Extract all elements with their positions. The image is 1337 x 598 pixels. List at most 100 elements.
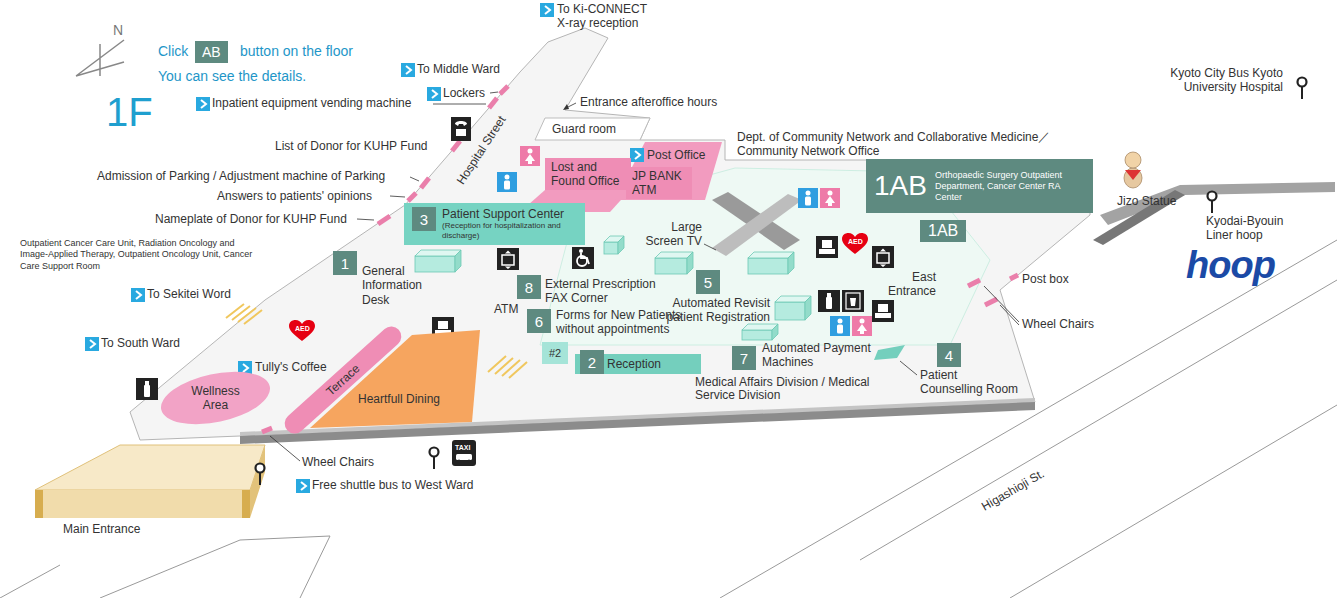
facility-icon <box>872 300 894 322</box>
bus-stop-icon <box>256 464 265 486</box>
logo-text: hoop <box>1186 246 1275 284</box>
kiosk <box>687 252 693 274</box>
leader-line <box>270 436 300 461</box>
compass-arrow <box>76 40 124 76</box>
map-label-box: To Sekitei Word <box>147 287 231 301</box>
map-label: Medical Affairs Division / Medical Servi… <box>695 376 870 402</box>
map-label: Main Entrance <box>63 522 140 536</box>
map-label: You can see the details. <box>158 68 306 85</box>
map-label: To Middle Ward <box>417 62 500 76</box>
kiosk <box>772 324 778 340</box>
kiosk <box>618 236 624 254</box>
map-label-box: ATM <box>494 302 518 316</box>
facility-icon <box>136 378 158 400</box>
map-label-box: Wheel Chairs <box>1022 317 1094 331</box>
leader-line <box>490 92 498 93</box>
map-label: Kyodai-Byouin Liner hoop <box>1206 214 1301 243</box>
leader-line <box>433 104 486 105</box>
icon-text-box: AED <box>848 238 863 246</box>
area-outline <box>310 330 480 428</box>
box-text: Reception <box>607 354 661 374</box>
bus-stop-icon <box>256 78 1307 486</box>
box-text: 1 <box>341 256 349 271</box>
map-label-box: Post Office <box>647 148 705 162</box>
facility-area: Lost and Found Office <box>545 158 631 190</box>
callout-number: 2 <box>580 350 604 374</box>
main-entrance-block <box>35 490 250 518</box>
map-label: Post box <box>1022 272 1069 286</box>
map-label-box: Nameplate of Donor for KUHP Fund <box>155 212 347 226</box>
map-label: Guard room <box>552 122 616 136</box>
aed-icon <box>289 233 868 341</box>
callout-number: 8 <box>517 275 541 299</box>
icon-text-box: AED <box>295 325 310 333</box>
taxi-icon <box>452 440 476 466</box>
kiosk <box>415 256 455 272</box>
map-label-box: Kyoto City Bus Kyoto University Hospital <box>1128 66 1283 95</box>
callout-number: 6 <box>527 309 551 333</box>
reception-band: Reception2 <box>575 354 701 374</box>
map-label: List of Donor for KUHP Fund <box>275 139 428 153</box>
info-arrow-icon <box>131 288 145 302</box>
map-label: Entrance afteroffice hours <box>580 95 717 109</box>
toilet-icon <box>520 146 540 166</box>
jizo-statue <box>1124 152 1142 188</box>
map-label-box: Large Screen TV <box>640 220 702 249</box>
taxi-icon <box>452 440 476 466</box>
leader-line <box>270 92 1019 461</box>
map-label: Outpatient Cancer Care Unit, Radiation O… <box>20 238 260 272</box>
pink-wall-mark <box>985 299 997 305</box>
leader-arrowhead <box>563 104 569 110</box>
box-text: Wellness Area <box>184 384 248 412</box>
box-text: Heartfull Dining <box>358 392 482 406</box>
leader-line <box>357 219 374 220</box>
box-text: JP BANK ATM <box>632 169 686 197</box>
toilet-icon <box>830 316 850 336</box>
map-label: To Ki-CONNECT X-ray reception <box>557 2 657 31</box>
pink-wall-mark <box>489 98 497 108</box>
pink-area <box>615 142 722 200</box>
road-line <box>0 565 60 598</box>
callout-number: 5 <box>696 270 720 294</box>
escalator <box>712 194 802 256</box>
map-label: Admission of Parking / Adjustment machin… <box>97 169 385 183</box>
facility-icon <box>872 246 894 268</box>
compass-arrow <box>76 40 124 76</box>
map-label-box: Main Entrance <box>63 522 140 536</box>
map-label-box: Admission of Parking / Adjustment machin… <box>97 169 385 183</box>
map-label-box: Wheel Chairs <box>302 455 374 469</box>
map-label: External Prescription FAX Corner <box>545 277 670 306</box>
map-label-box: Kyodai-Byouin Liner hoop <box>1206 214 1301 243</box>
map-label: Automated Payment Machines <box>762 341 877 370</box>
map-label: Answers to patients' opinions <box>217 189 372 203</box>
box-text: 3 <box>420 212 428 227</box>
department-box: 1AB <box>920 220 966 242</box>
map-label: Forms for New Patients without appointme… <box>556 308 696 337</box>
map-label-box: button on the floor <box>240 43 353 60</box>
map-label-box: To South Ward <box>101 336 180 350</box>
main-entrance-block <box>250 445 265 518</box>
map-label-box: Outpatient Cancer Care Unit, Radiation O… <box>20 238 260 272</box>
map-label-box: Medical Affairs Division / Medical Servi… <box>695 376 870 402</box>
leader-line <box>390 196 405 197</box>
map-label: Free shuttle bus to West Ward <box>312 478 473 492</box>
escalator <box>712 192 802 256</box>
kiosk <box>604 242 618 254</box>
toilet-icon <box>798 188 818 208</box>
kiosk <box>742 330 772 340</box>
facility-icon <box>818 290 840 312</box>
taxi-icon <box>456 454 472 460</box>
icon-text-box: TAXI <box>455 444 470 452</box>
pink-wall-mark <box>378 216 390 224</box>
info-arrow-icon <box>401 63 415 77</box>
callout-number: 3 <box>412 207 436 231</box>
button-box: AB <box>195 41 228 63</box>
bus-stop-icon <box>1208 192 1217 214</box>
facility-icon <box>451 117 471 141</box>
map-label: Tully's Coffee <box>255 360 327 374</box>
map-label: button on the floor <box>240 43 353 60</box>
counter-box: #2 <box>542 342 568 364</box>
map-label: ATM <box>494 302 518 316</box>
facility-icon <box>572 247 594 269</box>
